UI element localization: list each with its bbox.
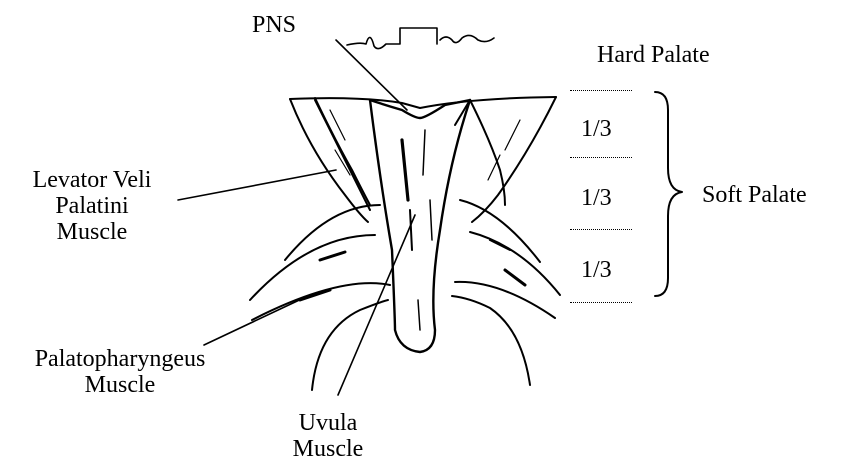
division-2: 1/3 bbox=[581, 185, 612, 211]
pharyngeal-wall bbox=[312, 296, 530, 390]
uvula-body bbox=[370, 100, 470, 352]
palatopharyngeus-label: Palatopharyngeus Muscle bbox=[20, 346, 220, 398]
division-1: 1/3 bbox=[581, 116, 612, 142]
levator-leader bbox=[178, 170, 336, 200]
uvula-leader bbox=[338, 215, 415, 395]
levator-label-line1: Levator Veli bbox=[6, 167, 178, 193]
division-boundary-2 bbox=[570, 229, 632, 230]
uvula-label: Uvula Muscle bbox=[265, 410, 391, 462]
uvula-label-line1: Uvula bbox=[265, 410, 391, 436]
levator-label-line2: Palatini bbox=[6, 193, 178, 219]
uvula-label-line2: Muscle bbox=[265, 436, 391, 462]
hard-palate-boundary bbox=[570, 90, 632, 91]
division-boundary-1 bbox=[570, 157, 632, 158]
tracing-squiggle bbox=[347, 28, 494, 49]
hard-palate-line bbox=[290, 97, 556, 108]
palatopharyngeus-leader bbox=[204, 295, 310, 345]
soft-palate-brace bbox=[655, 92, 682, 296]
palatopharyngeus-label-line1: Palatopharyngeus bbox=[20, 346, 220, 372]
left-levator-muscle bbox=[290, 98, 370, 222]
division-3: 1/3 bbox=[581, 257, 612, 283]
pns-label: PNS bbox=[252, 12, 296, 38]
hard-palate-label: Hard Palate bbox=[597, 42, 710, 68]
palatopharyngeus-label-line2: Muscle bbox=[20, 372, 220, 398]
division-boundary-3 bbox=[570, 302, 632, 303]
leader-lines bbox=[178, 40, 415, 395]
levator-label-line3: Muscle bbox=[6, 219, 178, 245]
levator-label: Levator Veli Palatini Muscle bbox=[6, 167, 178, 245]
soft-palate-label: Soft Palate bbox=[702, 182, 807, 208]
